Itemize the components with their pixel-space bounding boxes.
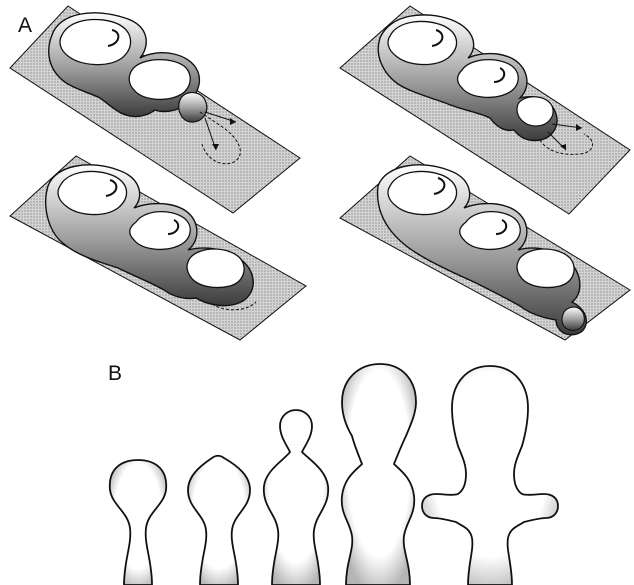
daughter-bud: [562, 307, 584, 330]
hypha-stage-3: [264, 410, 328, 585]
cell-top-3: [517, 249, 574, 288]
hypha-stage-5: [422, 366, 558, 585]
panel-b-label: B: [108, 363, 122, 384]
daughter-bud: [517, 97, 553, 126]
panel-b-shapes: [110, 364, 558, 585]
cell-top-1: [388, 21, 457, 64]
cell-top-2: [458, 60, 519, 98]
cell-top-1: [60, 19, 131, 64]
hypha-stage-2: [188, 456, 250, 585]
cell-top-1: [388, 171, 457, 214]
cell-top-2: [129, 60, 190, 100]
daughter-bud: [179, 93, 207, 123]
hypha-stage-4: [342, 364, 416, 585]
hypha-stage-1: [110, 460, 166, 585]
cell-top-1: [58, 171, 127, 214]
panel-a-label: A: [18, 15, 32, 36]
cell-top-3: [187, 249, 244, 288]
